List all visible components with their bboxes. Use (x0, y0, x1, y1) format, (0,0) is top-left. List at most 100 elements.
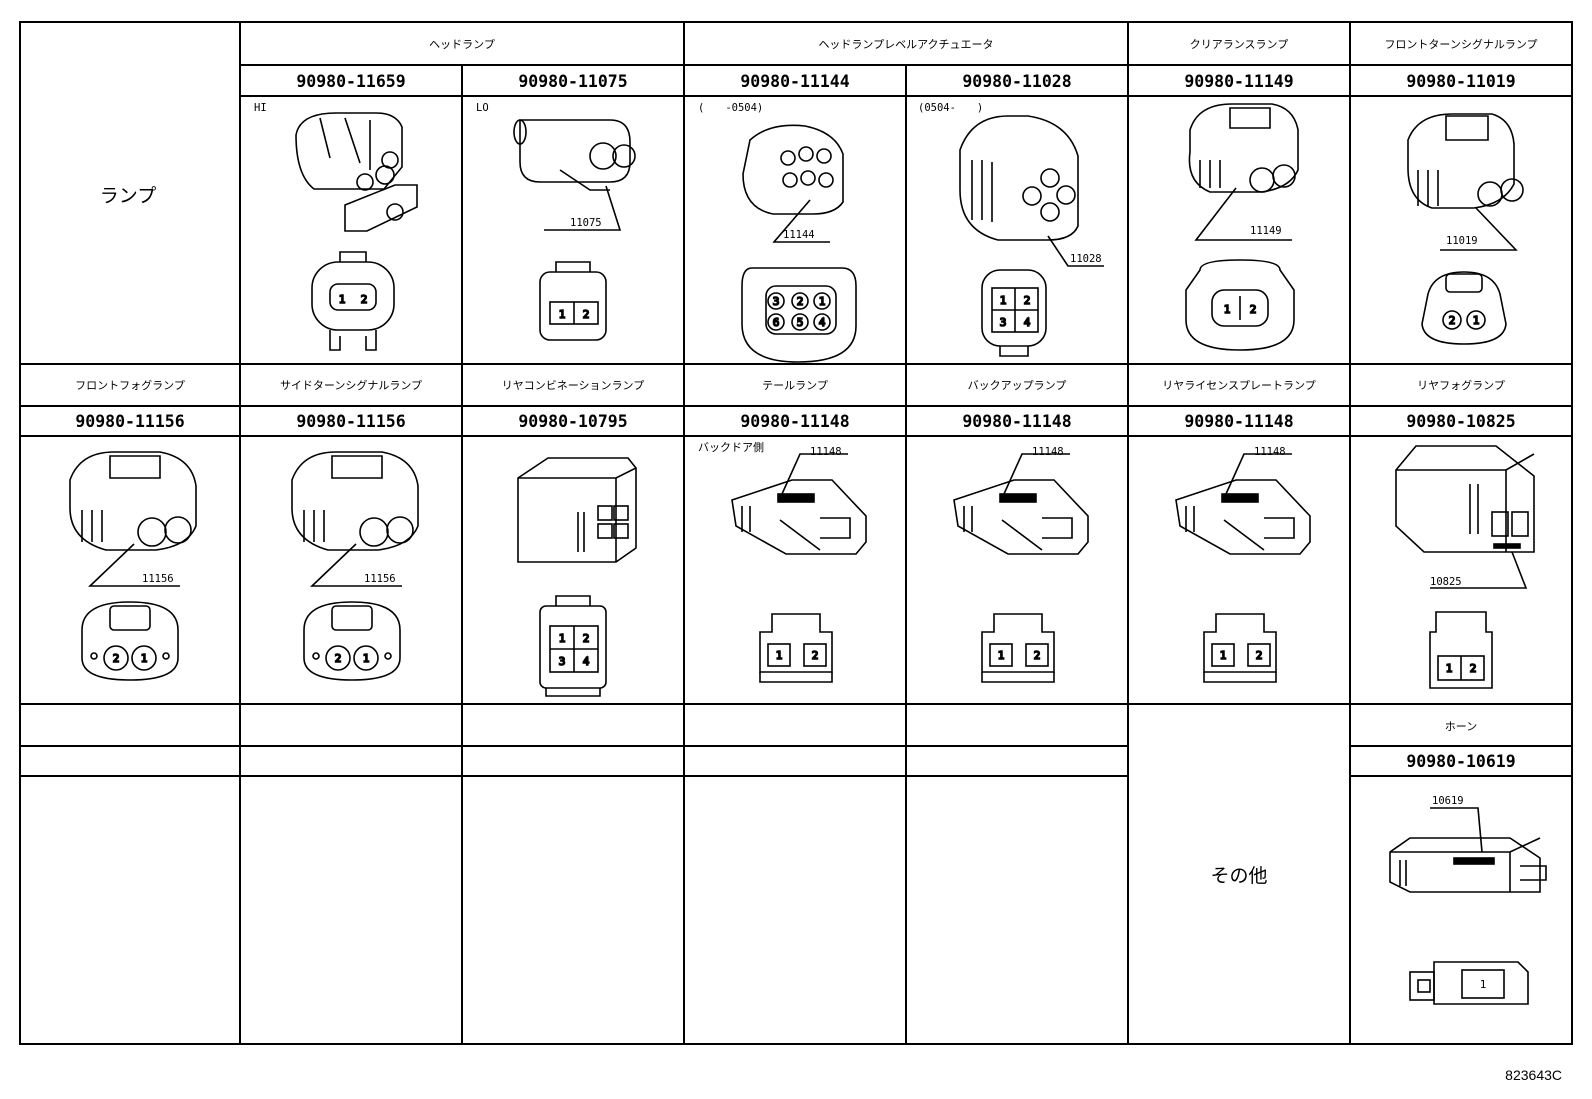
callout-number: 11148 (810, 446, 842, 458)
connector-11144-face (741, 267, 857, 363)
pin-number: 2 (1449, 314, 1456, 327)
callout-arrow (544, 185, 622, 231)
callout-number: 11019 (1446, 235, 1478, 247)
part-number: 90980-10619 (1406, 752, 1515, 771)
header-headlamp: ヘッドランプ (429, 38, 495, 51)
connector-11148c-face (1203, 613, 1277, 683)
header-horn: ホーン (1445, 720, 1477, 733)
pin-number: 1 (559, 308, 566, 321)
pin-number: 1 (998, 649, 1005, 662)
connector-11149-3d (1188, 103, 1299, 193)
connector-11156-face (81, 601, 179, 681)
pin-number: 2 (1034, 649, 1041, 662)
sub-label: HI (254, 102, 267, 114)
connector-11019-3d (1407, 113, 1524, 209)
grid-lines (19, 21, 1573, 1045)
pin-number: 1 (1480, 978, 1487, 991)
header-headlamp-leveling-actuator: ヘッドランプレベルアクチュエータ (818, 38, 993, 51)
connector-11659-3d (295, 112, 418, 232)
connector-11028-face (981, 269, 1047, 357)
connector-10825-face (1429, 611, 1493, 689)
pin-number: 1 (1473, 314, 1480, 327)
pin-number: 1 (1000, 294, 1007, 307)
callout-arrow (1430, 551, 1528, 589)
pin-number: 2 (1024, 294, 1031, 307)
callout-number: 11156 (364, 573, 396, 585)
callout-arrow (781, 453, 848, 495)
header-front-fog-lamp: フロントフォグランプ (75, 378, 185, 392)
connector-11144-3d (742, 124, 844, 215)
part-number: 90980-11156 (296, 412, 405, 431)
connector-10795-face (539, 595, 607, 697)
header-rear-fog-lamp: リヤフォグランプ (1417, 378, 1505, 392)
connector-11075-face (539, 261, 607, 341)
pin-number: 2 (583, 308, 590, 321)
part-number: 90980-11144 (740, 72, 849, 91)
pin-number: 3 (559, 655, 566, 668)
pin-number: 2 (583, 632, 590, 645)
category-label-lamp: ランプ (100, 185, 156, 207)
pin-number: 5 (797, 316, 804, 329)
callout-arrow (310, 543, 402, 587)
pin-number: 2 (1250, 303, 1257, 316)
category-label-other: その他 (1210, 865, 1267, 887)
part-number: 90980-11075 (518, 72, 627, 91)
pin-number: 4 (1024, 316, 1031, 329)
callout-arrow (772, 199, 830, 243)
header-front-turn-signal-lamp: フロントターンシグナルランプ (1384, 37, 1537, 51)
header-clearance-lamp: クリアランスランプ (1190, 38, 1288, 51)
sub-label: (0504- ) (918, 102, 983, 114)
header-rear-combination-lamp: リヤコンビネーションランプ (502, 379, 644, 392)
part-number: 90980-11148 (740, 412, 849, 431)
connector-11028-3d (959, 115, 1079, 241)
connector-10619-face (1409, 961, 1529, 1005)
connector-11156-3d (69, 451, 197, 551)
connector-11148c-3d (1175, 479, 1311, 555)
connector-11148-3d (731, 479, 867, 555)
connector-11148-face (759, 613, 833, 683)
connector-drawings-row3 (1389, 807, 1547, 1005)
figure-code: 823643C (1505, 1067, 1562, 1083)
part-number: 90980-11148 (962, 412, 1071, 431)
callout-arrow (1225, 453, 1292, 495)
pin-number: 2 (1256, 649, 1263, 662)
connector-10795-3d (517, 457, 637, 563)
connector-11659-face (311, 251, 395, 351)
pin-number: 1 (363, 652, 370, 665)
pin-number: 1 (141, 652, 148, 665)
callout-arrow (88, 543, 180, 587)
connector-10619-3d (1389, 837, 1547, 893)
connector-11019-face (1421, 271, 1507, 345)
callout-number: 11148 (1254, 446, 1286, 458)
connector-11075-3d (513, 119, 636, 191)
header-backup-lamp: バックアップランプ (968, 379, 1067, 392)
callout-number: 11156 (142, 573, 174, 585)
part-number: 90980-10795 (518, 412, 627, 431)
part-number: 90980-11659 (296, 72, 405, 91)
callout-number: 11149 (1250, 225, 1282, 237)
part-number: 90980-11028 (962, 72, 1071, 91)
pin-number: 2 (1470, 662, 1477, 675)
callout-number: 11028 (1070, 253, 1102, 265)
pin-number: 1 (559, 632, 566, 645)
callout-arrow (1003, 453, 1070, 495)
pin-number: 2 (361, 293, 368, 306)
sub-label-back-door-side: バックドア側 (698, 441, 764, 454)
pin-number: 3 (1000, 316, 1007, 329)
callout-arrow (1194, 187, 1292, 241)
pin-number: 1 (1224, 303, 1231, 316)
pin-number: 4 (819, 316, 826, 329)
sub-label: ( -0504) (698, 102, 763, 114)
connector-11156b-3d (291, 451, 419, 551)
pin-number: 1 (1220, 649, 1227, 662)
pin-number: 2 (812, 649, 819, 662)
callout-arrow (1440, 207, 1518, 251)
part-number: 90980-11156 (75, 412, 184, 431)
pin-number: 1 (1446, 662, 1453, 675)
pin-number: 1 (819, 295, 826, 308)
pin-number: 2 (797, 295, 804, 308)
part-number: 90980-11149 (1184, 72, 1293, 91)
pin-number: 1 (339, 293, 346, 306)
callout-number: 11144 (783, 229, 815, 241)
